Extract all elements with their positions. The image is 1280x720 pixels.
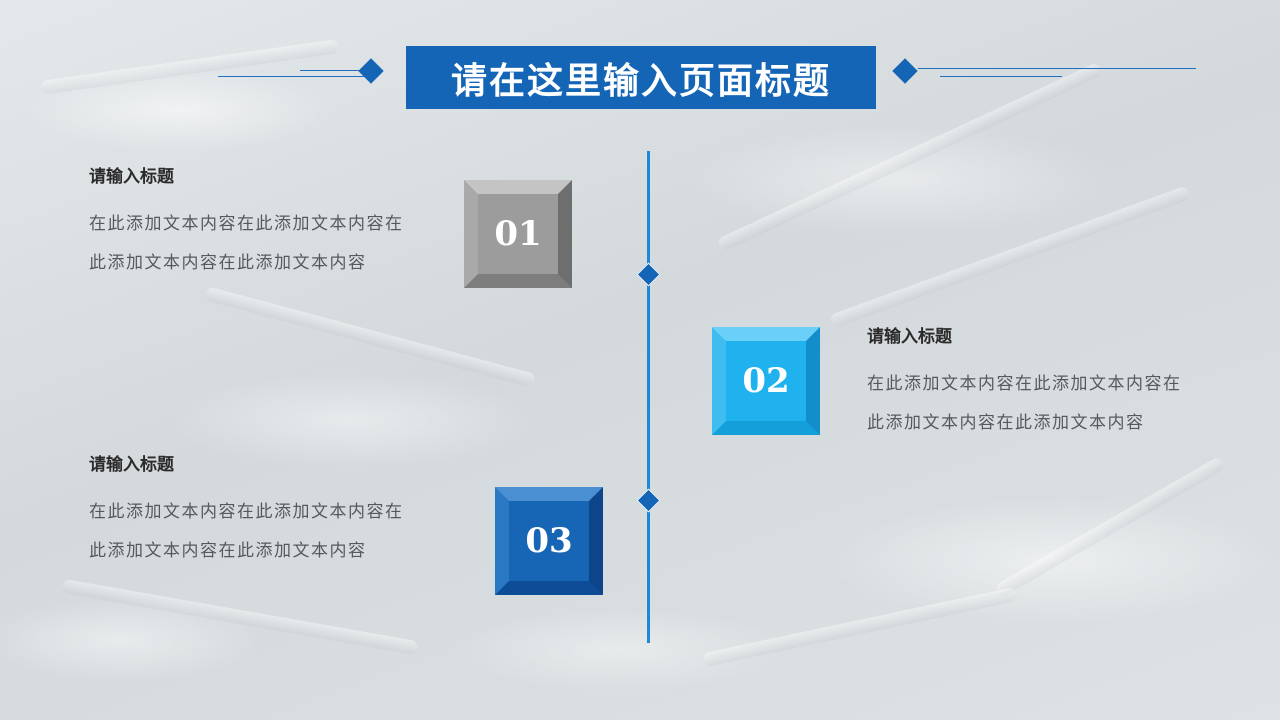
- title-right-line: [918, 68, 1196, 69]
- texture-stroke: [829, 185, 1191, 329]
- texture-stroke: [203, 286, 537, 388]
- number-tile-02: 02: [712, 327, 820, 435]
- block-body: 在此添加文本内容在此添加文本内容在此添加文本内容在此添加文本内容: [89, 214, 404, 273]
- page-title-box: 请在这里输入页面标题: [406, 46, 876, 109]
- block-heading: 请输入标题: [89, 455, 174, 475]
- block-heading: 请输入标题: [89, 167, 174, 187]
- number-tile-03: 03: [495, 487, 603, 595]
- title-left-line: [218, 76, 368, 77]
- number-tile-01: 01: [464, 180, 572, 288]
- block-body: 在此添加文本内容在此添加文本内容在此添加文本内容在此添加文本内容: [867, 374, 1182, 433]
- texture-stroke: [40, 39, 340, 95]
- title-right-line-short: [940, 76, 1062, 77]
- tile-number: 01: [494, 214, 542, 254]
- block-heading: 请输入标题: [867, 327, 952, 347]
- tile-number: 03: [525, 521, 573, 561]
- title-left-line-short: [300, 70, 370, 71]
- tile-number: 02: [742, 361, 790, 401]
- page-title: 请在这里输入页面标题: [450, 59, 831, 102]
- texture-stroke: [993, 455, 1227, 599]
- text-block-03: 请输入标题 在此添加文本内容在此添加文本内容在此添加文本内容在此添加文本内容: [89, 450, 409, 571]
- text-block-02: 请输入标题 在此添加文本内容在此添加文本内容在此添加文本内容在此添加文本内容: [867, 322, 1187, 443]
- timeline-line: [647, 151, 650, 643]
- texture-stroke: [702, 586, 1018, 668]
- block-body: 在此添加文本内容在此添加文本内容在此添加文本内容在此添加文本内容: [89, 502, 404, 561]
- texture-stroke: [61, 578, 419, 656]
- text-block-01: 请输入标题 在此添加文本内容在此添加文本内容在此添加文本内容在此添加文本内容: [89, 162, 409, 283]
